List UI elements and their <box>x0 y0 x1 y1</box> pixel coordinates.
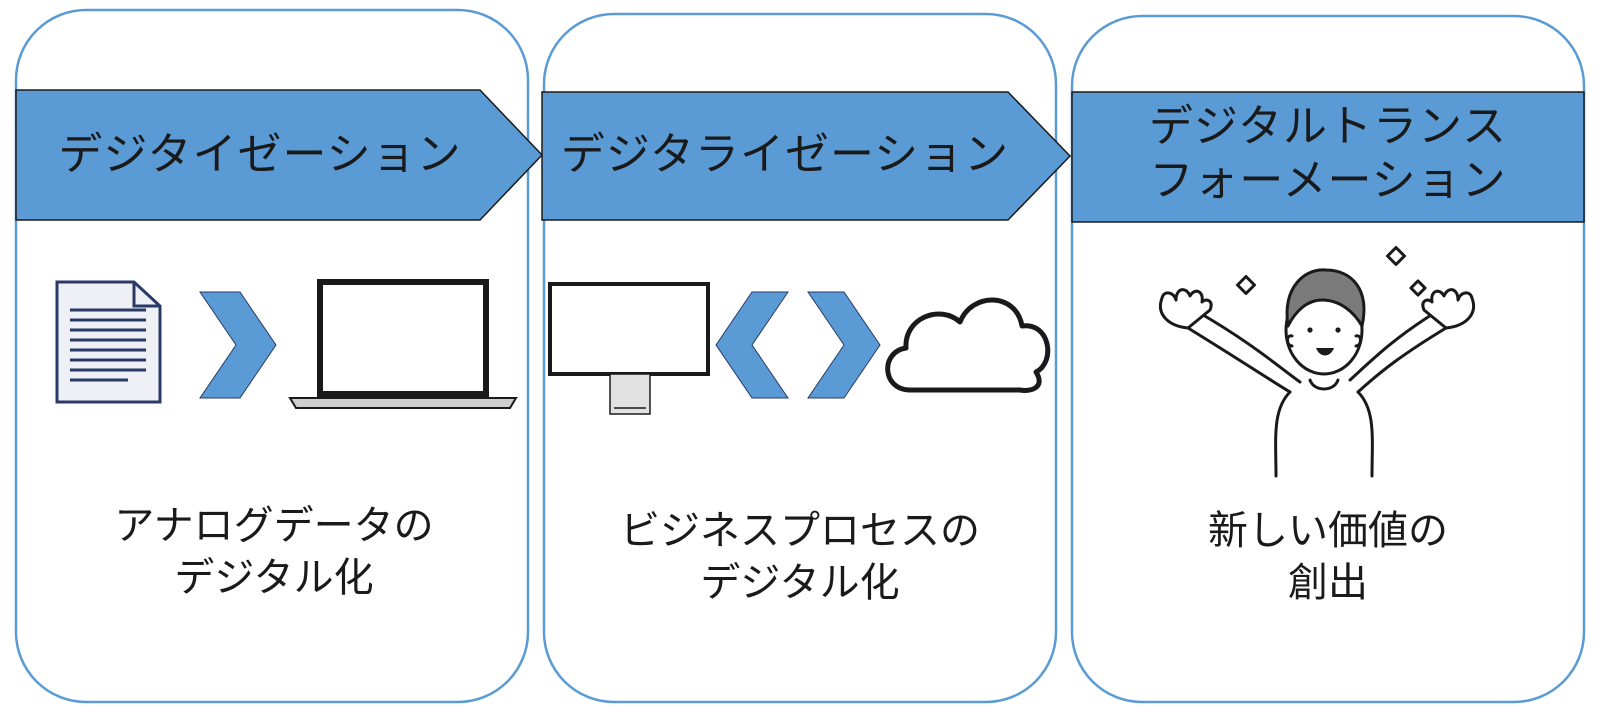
stage-1-banner <box>15 89 544 221</box>
celebrating-person-icon <box>1159 246 1475 478</box>
laptop-icon <box>288 279 518 409</box>
stage-1-title-text: デジタイゼーション <box>58 129 462 180</box>
document-icon <box>55 280 162 404</box>
stage-2-caption: ビジネスプロセスの デジタル化 <box>544 505 1056 609</box>
stage-2-title: デジタライゼーション <box>546 128 1024 182</box>
chevron-right-icon <box>199 291 277 399</box>
stage-1-title: デジタイゼーション <box>20 128 500 182</box>
stage-1-caption-line-2: デジタル化 <box>174 555 374 601</box>
stage-3-banner <box>1071 91 1585 223</box>
chevron-left-icon <box>715 291 789 399</box>
monitor-icon <box>548 282 710 415</box>
stage-3-caption-line-2: 創出 <box>1288 560 1368 606</box>
stage-3-caption: 新しい価値の 創出 <box>1072 505 1584 609</box>
stage-3-title-line-2: フォーメーション <box>1149 155 1507 206</box>
stage-3-caption-line-1: 新しい価値の <box>1208 508 1448 554</box>
stage-3-title: デジタルトランス フォーメーション <box>1072 100 1584 208</box>
stage-2-caption-line-1: ビジネスプロセスの <box>620 508 980 554</box>
stage-2-banner <box>541 91 1072 221</box>
cloud-icon <box>885 297 1051 393</box>
stage-1-caption-line-1: アナログデータの <box>114 503 434 549</box>
stage-2-caption-line-2: デジタル化 <box>700 560 900 606</box>
chevron-right-icon <box>807 291 881 399</box>
stage-1-caption: アナログデータの デジタル化 <box>20 500 528 604</box>
stage-3-title-line-1: デジタルトランス <box>1148 101 1508 152</box>
stage-2-title-text: デジタライゼーション <box>560 129 1010 180</box>
